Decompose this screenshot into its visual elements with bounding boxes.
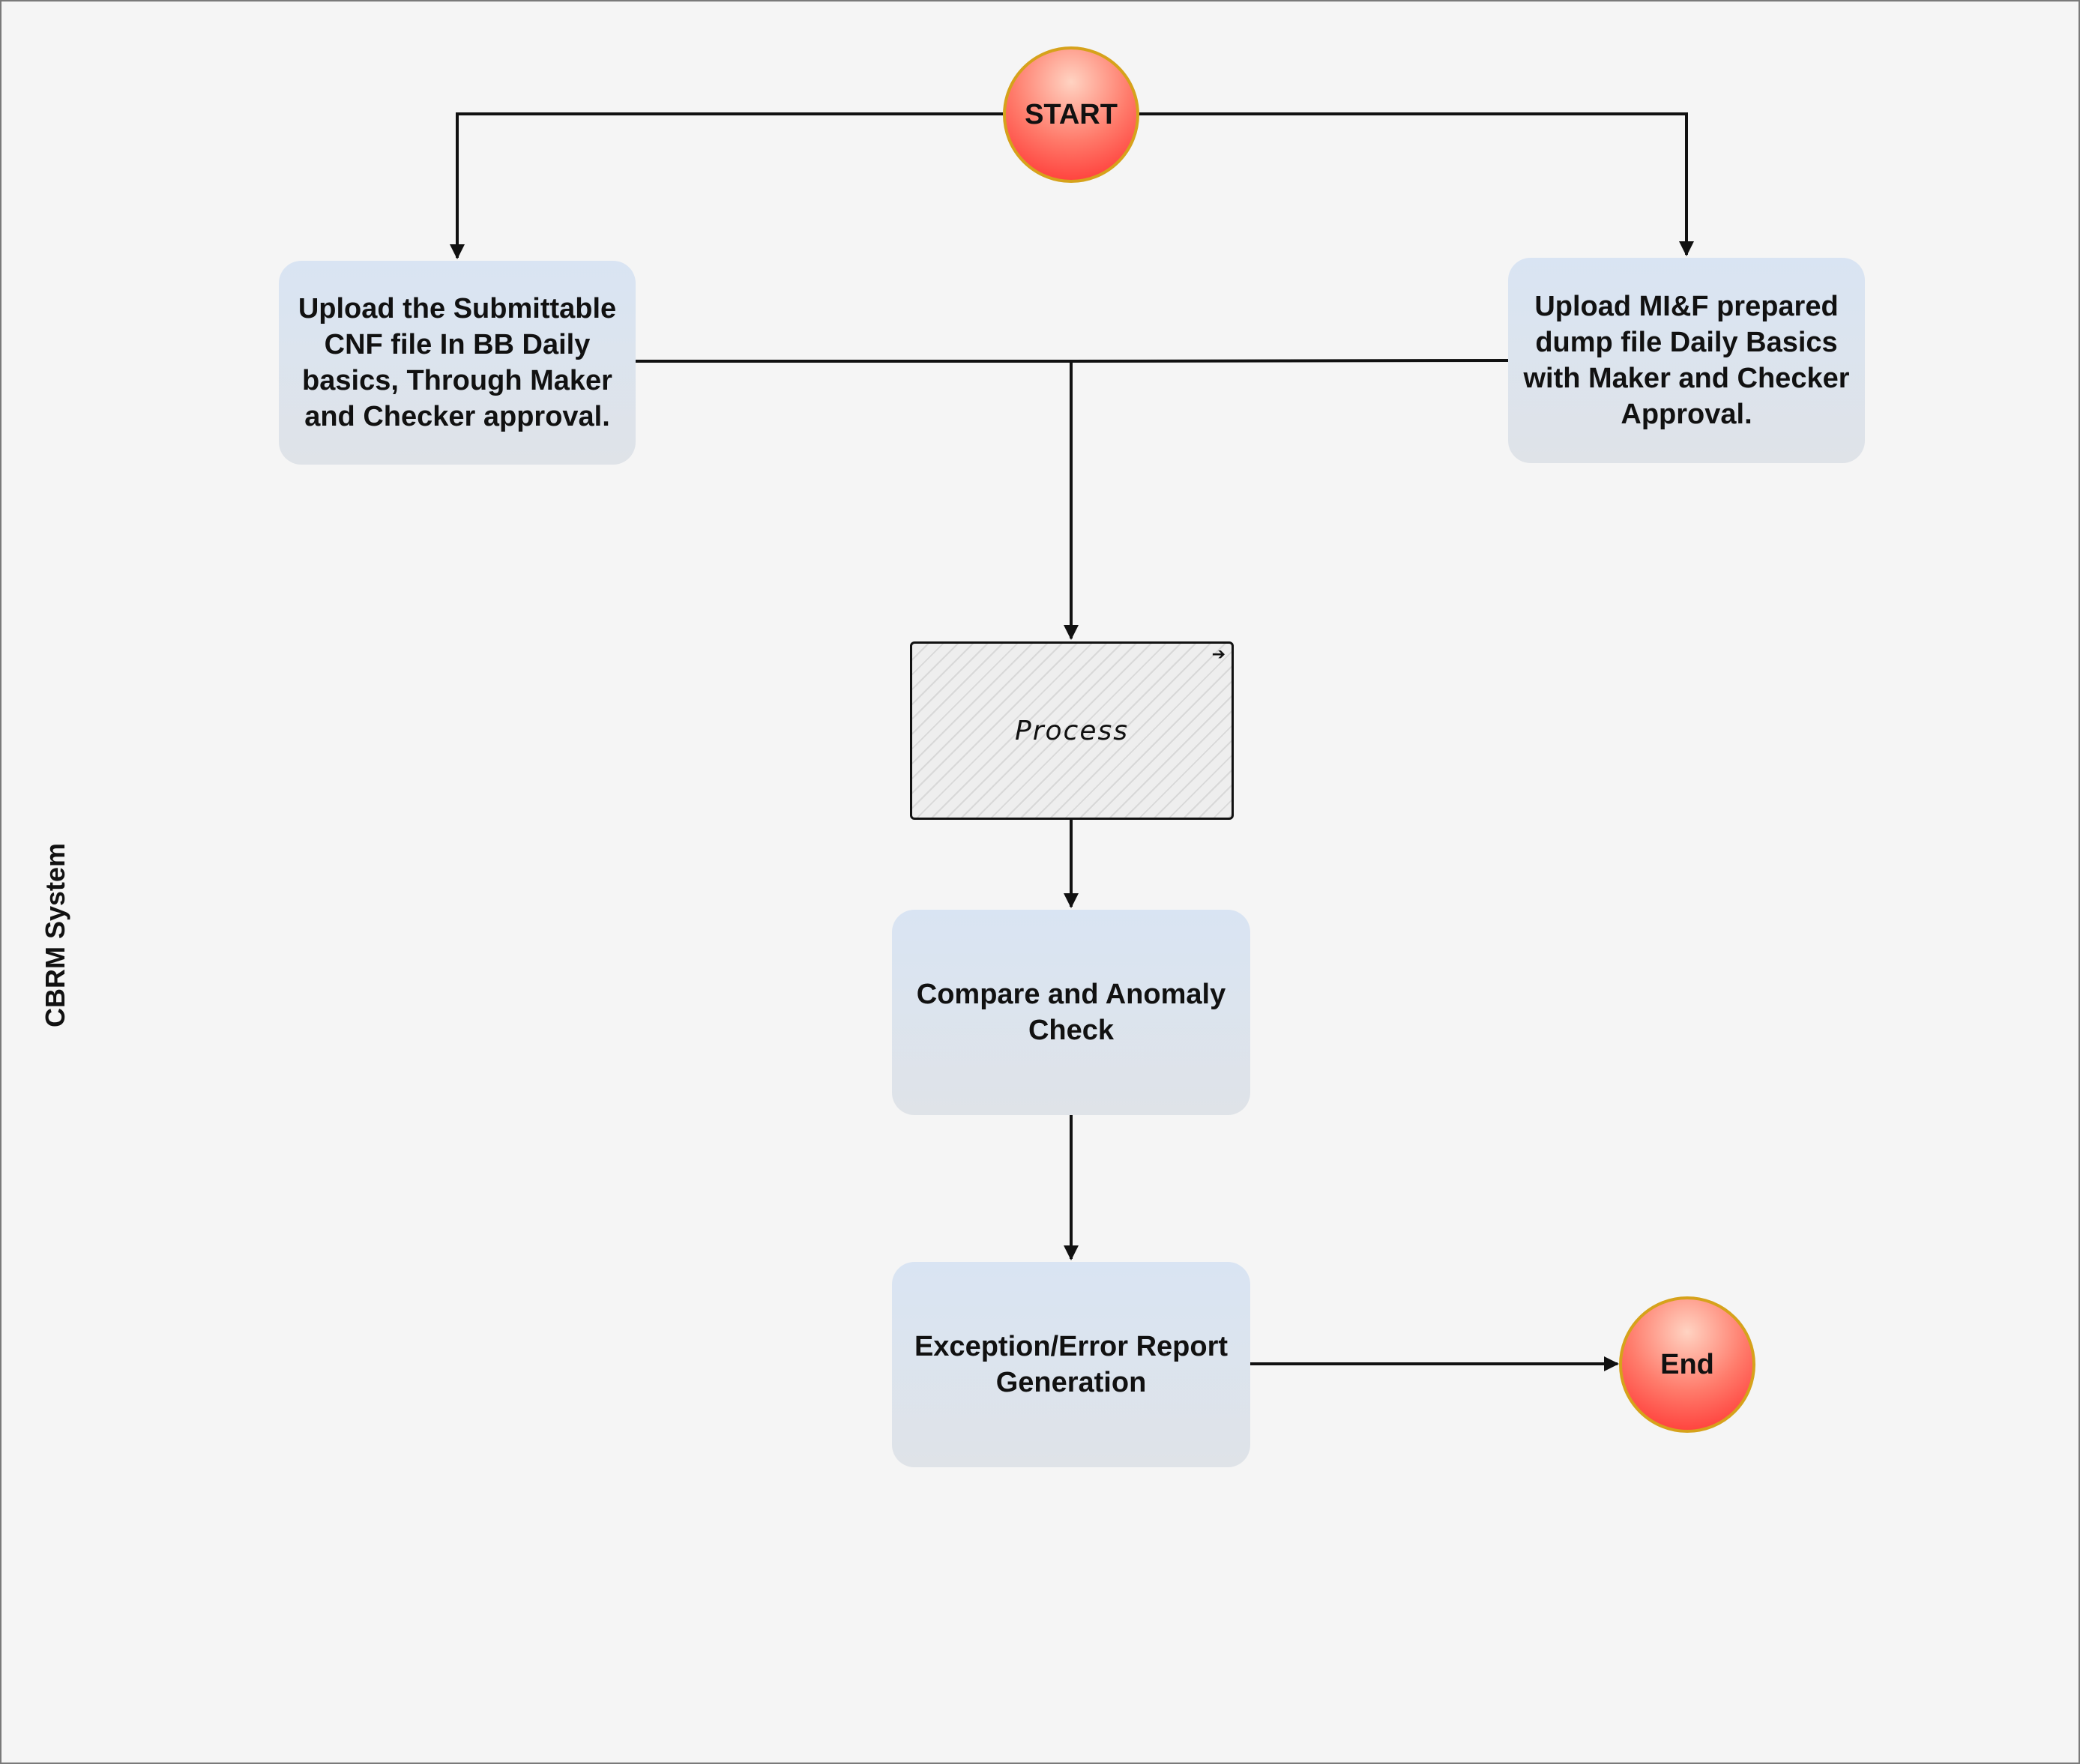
start-node[interactable]: START	[1003, 46, 1139, 183]
compare-node[interactable]: Compare and Anomaly Check	[892, 910, 1250, 1115]
end-node[interactable]: End	[1619, 1296, 1755, 1433]
start-node-label: START	[1025, 98, 1118, 130]
upload-mif-node-label: Upload MI&F prepared dump file Daily Bas…	[1523, 291, 1850, 430]
edge-start-to-upload-cnf	[450, 112, 1003, 259]
edge-start-to-upload-mif	[1139, 112, 1694, 256]
upload-cnf-node[interactable]: Upload the Submittable CNF file In BB Da…	[279, 261, 636, 465]
compare-node-label: Compare and Anomaly Check	[916, 979, 1226, 1046]
arrow-right-icon: ➔	[1211, 645, 1227, 664]
end-node-label: End	[1660, 1348, 1714, 1380]
exception-node-label: Exception/Error Report Generation	[914, 1331, 1229, 1398]
process-node[interactable]: ➔ Process	[910, 641, 1234, 820]
pool-label: CBRM System	[40, 842, 70, 1028]
edge-upload-cnf-to-process	[636, 360, 1079, 640]
process-node-label: Process	[1015, 715, 1129, 746]
edge-upload-mif-to-process	[1070, 359, 1509, 363]
upload-cnf-node-label: Upload the Submittable CNF file In BB Da…	[298, 293, 617, 432]
exception-node[interactable]: Exception/Error Report Generation	[892, 1262, 1250, 1467]
upload-mif-node[interactable]: Upload MI&F prepared dump file Daily Bas…	[1508, 258, 1865, 463]
